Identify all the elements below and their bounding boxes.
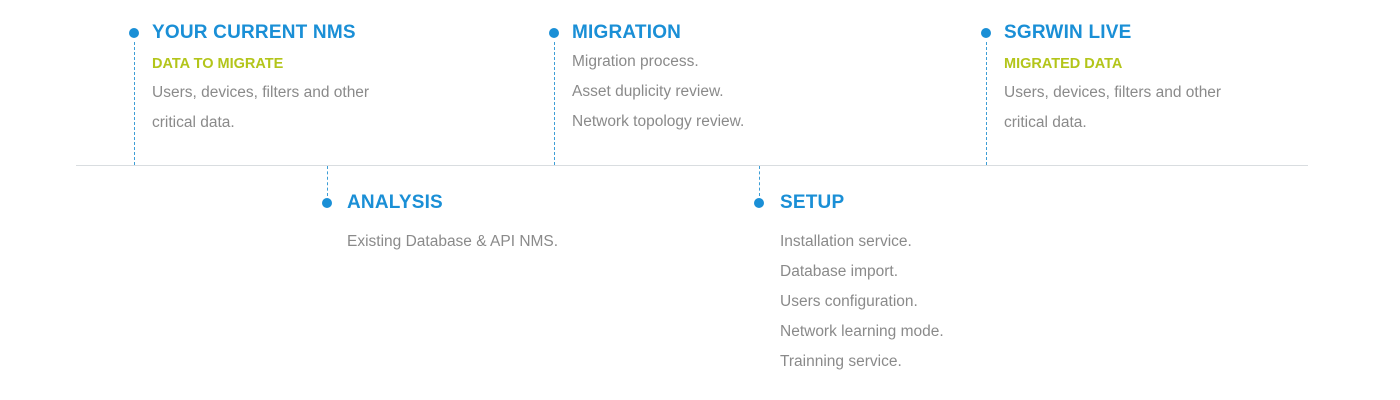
stage-analysis-title: ANALYSIS bbox=[347, 192, 443, 213]
stage-setup-description: Installation service. Database import. U… bbox=[780, 227, 944, 377]
stage-current-nms-connector bbox=[134, 42, 135, 165]
stage-migration-line: Migration process. bbox=[572, 53, 699, 70]
stage-sgrwin-live-connector bbox=[986, 42, 987, 165]
stage-migration-connector bbox=[554, 42, 555, 165]
stage-current-nms-line: Users, devices, filters and other bbox=[152, 84, 370, 101]
stage-migration-line: Network topology review. bbox=[572, 113, 745, 130]
stage-migration-dot bbox=[549, 28, 559, 38]
stage-sgrwin-live-title: SGRWIN LIVE bbox=[1004, 22, 1132, 43]
stage-sgrwin-live-line: critical data. bbox=[1004, 114, 1087, 131]
stage-migration-line: Asset duplicity review. bbox=[572, 83, 724, 100]
stage-current-nms-description: Users, devices, filters and other critic… bbox=[152, 78, 369, 138]
stage-migration-description: Migration process. Asset duplicity revie… bbox=[572, 47, 744, 137]
stage-setup-connector bbox=[759, 166, 760, 196]
stage-setup-title: SETUP bbox=[780, 192, 845, 213]
stage-setup-line: Trainning service. bbox=[780, 353, 902, 370]
stage-analysis-description: Existing Database & API NMS. bbox=[347, 227, 558, 257]
stage-analysis-dot bbox=[322, 198, 332, 208]
stage-setup-line: Users configuration. bbox=[780, 293, 918, 310]
stage-sgrwin-live-description: Users, devices, filters and other critic… bbox=[1004, 78, 1221, 138]
stage-sgrwin-live-dot bbox=[981, 28, 991, 38]
timeline-axis bbox=[76, 165, 1308, 166]
stage-current-nms-title: YOUR CURRENT NMS bbox=[152, 22, 356, 43]
stage-setup-dot bbox=[754, 198, 764, 208]
stage-sgrwin-live-line: Users, devices, filters and other bbox=[1004, 84, 1222, 101]
stage-sgrwin-live-subtitle: MIGRATED DATA bbox=[1004, 56, 1123, 72]
stage-analysis-connector bbox=[327, 166, 328, 196]
stage-migration-title: MIGRATION bbox=[572, 22, 682, 43]
stage-setup-line: Installation service. bbox=[780, 233, 912, 250]
stage-current-nms-subtitle: DATA TO MIGRATE bbox=[152, 56, 284, 72]
stage-setup-line: Database import. bbox=[780, 263, 899, 280]
stage-analysis-line: Existing Database & API NMS. bbox=[347, 233, 559, 250]
stage-current-nms-dot bbox=[129, 28, 139, 38]
stage-current-nms-line: critical data. bbox=[152, 114, 235, 131]
stage-setup-line: Network learning mode. bbox=[780, 323, 944, 340]
